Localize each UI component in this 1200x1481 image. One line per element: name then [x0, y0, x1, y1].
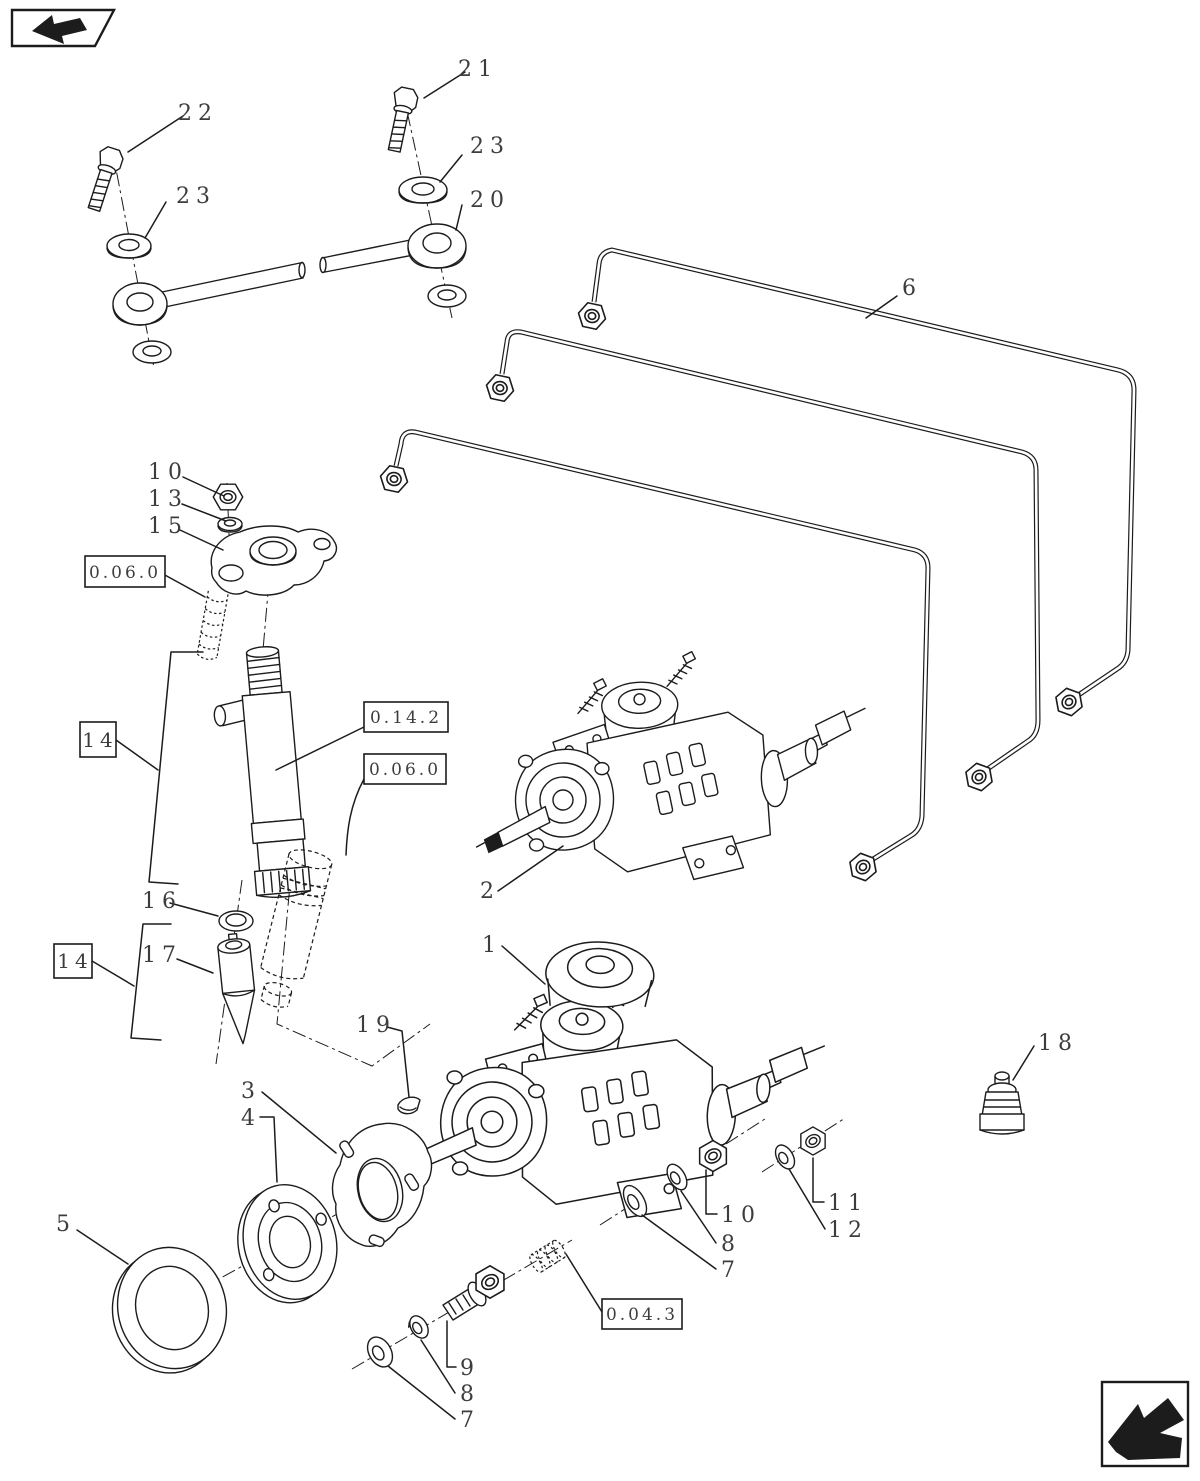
spring-pin-phantom [529, 1239, 566, 1273]
nut-11 [794, 1122, 832, 1160]
callout-labels: 21 22 23 23 20 6 10 13 15 16 17 19 2 1 1… [56, 57, 1078, 1433]
ref-box-injector-seat-label: 0.06.0 [89, 563, 161, 583]
washer-7-bottom [366, 1336, 394, 1368]
ref-box-injector-seat[interactable]: 0.06.0 [84, 555, 166, 588]
callout-4: 4 [241, 1106, 261, 1131]
callout-18: 18 [1038, 1031, 1078, 1056]
callout-6: 6 [902, 276, 922, 301]
return-arrow-icon [32, 15, 87, 44]
washer-under-left-eye [132, 340, 172, 364]
callout-7-bottom: 7 [460, 1408, 480, 1433]
callout-17: 17 [142, 943, 182, 968]
item-box-14-lower-label: 14 [57, 949, 92, 973]
prev-section-button[interactable] [10, 8, 116, 48]
washer-7-middle [622, 1184, 648, 1218]
exit-arrow-icon [1108, 1398, 1184, 1460]
fuel-line-3 [377, 429, 931, 886]
injector-clamp-nut-10 [212, 483, 244, 511]
washer-12 [774, 1144, 796, 1170]
callout-10-middle: 10 [721, 1203, 761, 1228]
sealing-ring-5 [111, 1246, 228, 1374]
injector-sleeve-phantom [260, 849, 333, 1008]
callout-8-bottom: 8 [460, 1382, 480, 1407]
ref-box-injector-lines[interactable]: 0.14.2 [363, 701, 449, 733]
gasket-3 [331, 1122, 433, 1248]
callout-2: 2 [480, 879, 500, 904]
injector-body-14 [213, 646, 312, 899]
callout-20: 20 [470, 188, 510, 213]
item-box-14-upper: 14 [79, 721, 117, 758]
overflow-valve-18 [979, 1071, 1025, 1135]
bolt-9 [442, 1260, 512, 1321]
fuel-line-2 [483, 329, 1041, 796]
callout-23-right: 23 [470, 134, 510, 159]
item-box-14-lower: 14 [53, 943, 93, 979]
callout-9: 9 [460, 1356, 480, 1381]
callout-3: 3 [241, 1079, 261, 1104]
callout-21: 21 [458, 57, 498, 82]
callout-12: 12 [828, 1218, 868, 1243]
callout-23-left: 23 [176, 184, 216, 209]
flange-4 [237, 1184, 338, 1304]
callout-22: 22 [178, 101, 218, 126]
callout-13: 13 [148, 487, 188, 512]
callout-11: 11 [828, 1191, 868, 1216]
washer-23-right [398, 176, 448, 204]
item-box-14-upper-label: 14 [82, 728, 117, 752]
washer-8-middle [666, 1163, 688, 1191]
injector-nozzle-17 [217, 932, 256, 1045]
ref-box-injector-sleeve[interactable]: 0.06.0 [363, 753, 447, 785]
next-section-button[interactable] [1100, 1380, 1190, 1468]
ref-box-injector-sleeve-label: 0.06.0 [369, 760, 441, 780]
callout-8-middle: 8 [721, 1232, 741, 1257]
callout-16: 16 [142, 889, 182, 914]
woodruff-key-19 [397, 1096, 421, 1115]
washer-23-left [106, 233, 152, 259]
injection-pump-1 [393, 941, 828, 1225]
callout-5: 5 [56, 1212, 76, 1237]
fuel-line-1 [575, 247, 1137, 721]
lock-washer-8-bottom [408, 1315, 429, 1339]
callout-7-middle: 7 [721, 1258, 741, 1283]
injector-stud [196, 590, 229, 660]
callout-19: 19 [356, 1013, 396, 1038]
banjo-bolt-22 [81, 144, 126, 214]
injection-pump-2 [469, 645, 872, 888]
leader-lines [76, 71, 1035, 1420]
injector-clamp-plate-15 [210, 525, 338, 596]
callout-15: 15 [148, 514, 188, 539]
callout-10: 10 [148, 460, 188, 485]
ref-box-mount-label: 0.04.3 [606, 1305, 678, 1325]
ref-box-injector-lines-label: 0.14.2 [370, 708, 442, 728]
injector-washer-16 [218, 910, 254, 932]
ref-box-mount[interactable]: 0.04.3 [601, 1298, 683, 1330]
washer-under-right-eye [427, 284, 467, 308]
callout-1: 1 [482, 933, 502, 958]
leak-off-pipe-20 [112, 223, 467, 326]
